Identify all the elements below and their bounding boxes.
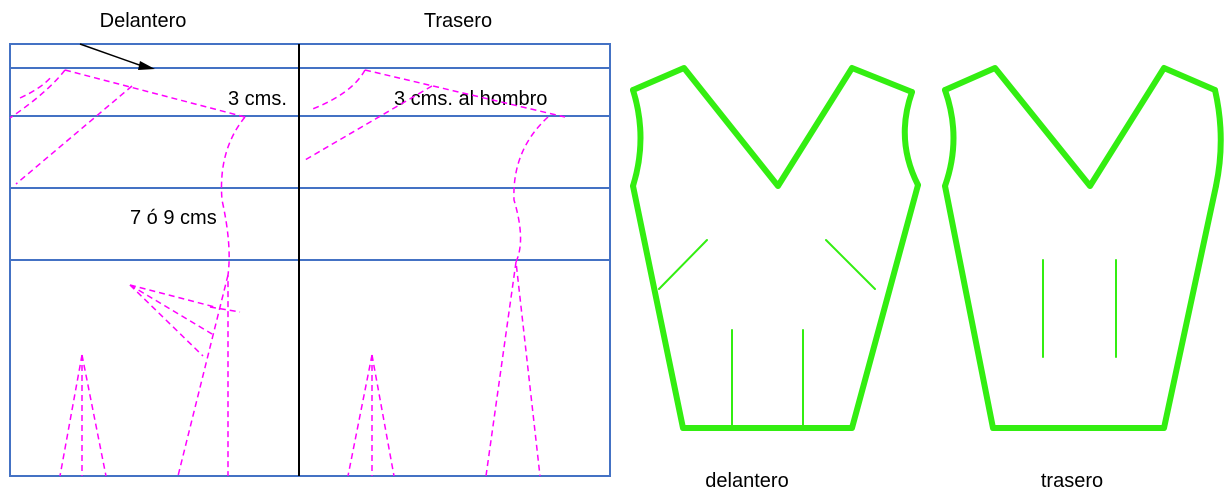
back-waist-dart-right [371,354,395,477]
front-left-armhole [630,87,644,189]
back-right-armhole [1212,87,1224,189]
back-garment-body [942,183,1219,431]
back-left-armhole [942,87,957,189]
front-garment-body [630,182,921,431]
arrow-head-icon [138,61,155,70]
back-side-seam-flare [485,261,517,477]
back-garment-outline [942,65,1218,189]
front-diagonal-guide [15,85,133,185]
back-neckline [309,69,366,111]
front-caption: delantero [705,470,788,492]
front-shoulder-line [64,69,246,118]
back-waist-dart-left [347,354,373,477]
back-garment [942,65,1224,431]
back-armhole-side-seam [513,116,549,477]
front-waist-dart-right [81,354,107,477]
front-side-seam-flare [177,274,229,477]
back-caption: trasero [1041,470,1103,492]
back-diagonal-guide [304,85,433,161]
front-neck-curve [19,75,53,99]
front-header: Delantero [100,10,187,32]
front-dart-leg-1 [129,284,216,308]
front-shoulder-note: 3 cms. [228,88,287,110]
front-dart-guide [209,306,241,313]
front-bust-dart-right [825,239,876,290]
waist-note: 7 ó 9 cms [130,207,217,229]
front-garment [630,65,921,431]
back-shoulder-line [364,69,566,118]
back-header: Trasero [424,10,492,32]
front-right-armhole [901,89,921,188]
front-dart-leg-2 [129,284,213,335]
front-garment-outline [630,65,915,189]
front-bust-dart-left [658,239,708,290]
front-pattern-lines [9,69,246,477]
front-waist-dart-left [59,354,83,477]
front-dart-leg-3 [129,284,204,357]
draft-grid [9,43,611,477]
back-pattern-lines [304,69,566,477]
neck-arrow [79,43,155,70]
back-shoulder-note: 3 cms. al hombro [394,88,547,110]
front-neckline [9,69,66,119]
front-armhole-side-seam [220,116,246,476]
